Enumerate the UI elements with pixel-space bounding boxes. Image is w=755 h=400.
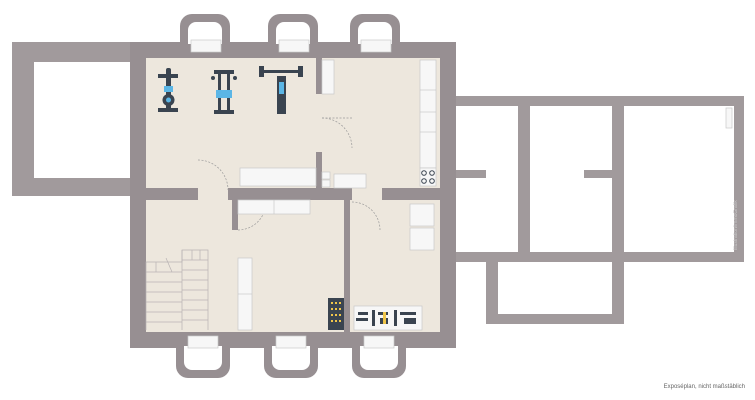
tools-icon xyxy=(356,310,416,326)
cabinet-left xyxy=(321,59,335,95)
window-bays-top xyxy=(180,14,400,53)
washer xyxy=(409,203,435,227)
counter-unit xyxy=(239,167,317,187)
lower-left-fixtures xyxy=(237,199,311,331)
stove-icon xyxy=(419,167,437,187)
outbuilding-walls xyxy=(456,96,744,324)
weight-station-icon xyxy=(211,70,237,114)
shelf-unit xyxy=(419,59,437,169)
bench-press-icon xyxy=(259,66,303,114)
plan-caption: Exposéplan, nicht maßstäblich xyxy=(663,384,745,390)
counter-small xyxy=(333,173,367,189)
fitness-room-floor xyxy=(146,58,440,188)
heating-unit-icon xyxy=(328,298,344,330)
dryer xyxy=(409,227,435,251)
window-bays-bottom xyxy=(176,335,406,378)
upper-fixtures xyxy=(239,59,437,189)
outbuilding-fixture xyxy=(725,107,733,129)
staircase xyxy=(145,249,209,330)
fitness-equipment xyxy=(158,66,303,114)
terrace-frame xyxy=(12,42,134,196)
watermark: Illustration/immoGrafik xyxy=(733,200,739,250)
rowing-machine-icon xyxy=(158,68,178,112)
